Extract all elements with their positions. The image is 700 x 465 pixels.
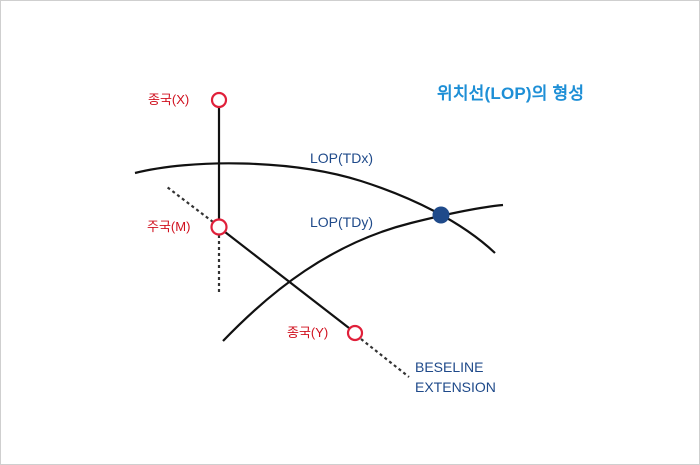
- baseline-extension-line1: BESELINE: [415, 359, 484, 375]
- station-y-marker: [346, 324, 364, 342]
- baseline-extension-label: BESELINE EXTENSION: [415, 357, 496, 397]
- station-y-label: 종국(Y): [287, 325, 329, 340]
- lop-tdy-label: LOP(TDy): [310, 214, 373, 230]
- baseline-extension-m-upleft: [166, 186, 214, 223]
- lop-tdx-label: LOP(TDx): [310, 150, 373, 166]
- station-x-marker: [210, 91, 228, 109]
- fix-point-marker: [432, 206, 450, 224]
- baseline-extension-y: [360, 338, 410, 378]
- baseline-m-y: [224, 231, 350, 329]
- lop-tdy-curve: [222, 203, 504, 342]
- lop-tdx-curve: [134, 162, 496, 254]
- station-m-label: 주국(M): [147, 219, 191, 234]
- station-m-marker: [210, 218, 228, 236]
- diagram-title: 위치선(LOP)의 형성: [437, 84, 585, 103]
- baseline-extension-line2: EXTENSION: [415, 379, 496, 395]
- station-x-label: 종국(X): [148, 92, 190, 107]
